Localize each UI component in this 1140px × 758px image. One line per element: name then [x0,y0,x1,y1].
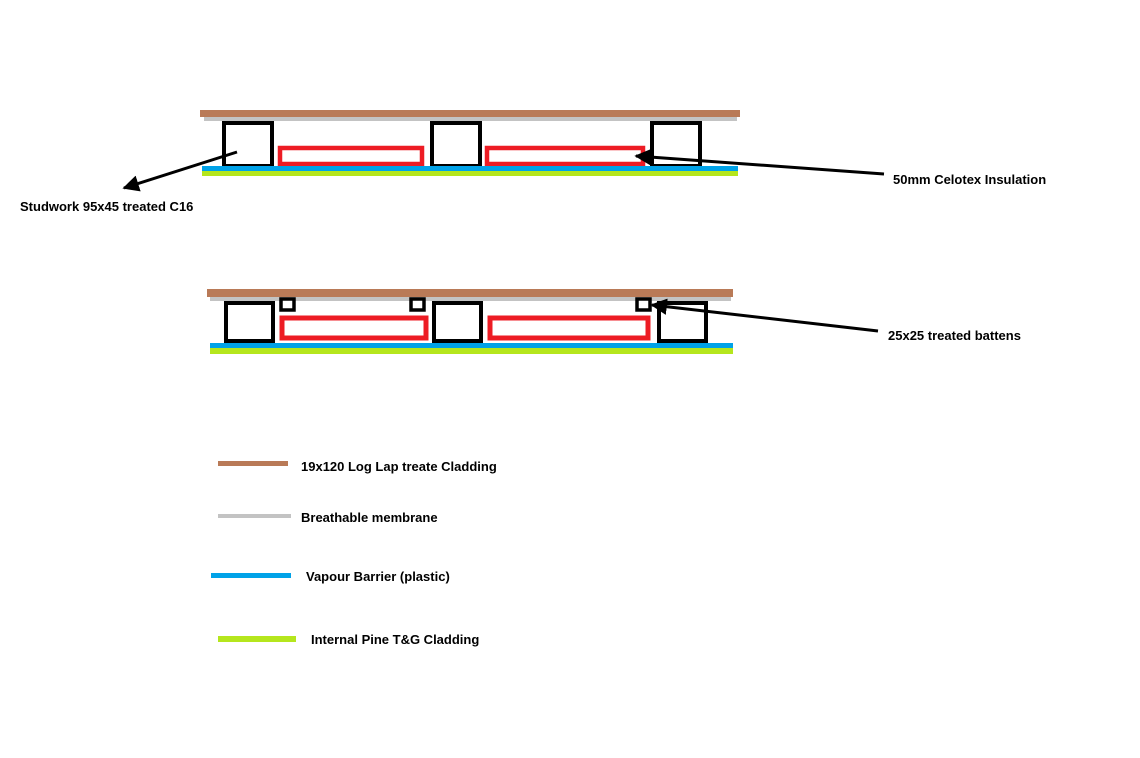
legend-item-pine-cladding: Internal Pine T&G Cladding [218,632,479,647]
cladding-layer [207,289,733,297]
legend: 19x120 Log Lap treate Cladding Breathabl… [211,459,497,647]
pine-cladding-layer [202,171,738,176]
studwork-annotation-label: Studwork 95x45 treated C16 [20,199,193,214]
insulation-panel [279,315,429,341]
insulation-panel [487,315,651,341]
legend-item-membrane: Breathable membrane [218,510,438,525]
membrane-layer [210,297,731,301]
batten [279,297,296,312]
legend-item-cladding: 19x120 Log Lap treate Cladding [218,459,497,474]
legend-item-vapour-barrier: Vapour Barrier (plastic) [211,569,450,584]
pine-cladding-layer [210,348,733,354]
stud [430,121,482,168]
legend-swatch-membrane [218,514,291,518]
battens-annotation-label: 25x25 treated battens [888,328,1021,343]
legend-label-vapour-barrier: Vapour Barrier (plastic) [306,569,450,584]
insulation-panel [277,145,425,167]
insulation-annotation-arrow [634,148,885,176]
legend-label-pine-cladding: Internal Pine T&G Cladding [311,632,479,647]
vapour-barrier-layer [202,166,738,171]
top-wall-section [200,110,740,176]
batten [635,297,652,312]
vapour-barrier-layer [210,343,733,348]
legend-label-cladding: 19x120 Log Lap treate Cladding [301,459,497,474]
batten [409,297,426,312]
membrane-layer [204,117,737,121]
insulation-panel [484,145,646,167]
bottom-wall-section [207,289,733,354]
battens-annotation-arrow [650,298,879,333]
legend-swatch-cladding [218,461,288,466]
stud [432,301,483,343]
legend-swatch-pine-cladding [218,636,296,642]
stud [224,301,275,343]
stud [222,121,274,168]
insulation-annotation-label: 50mm Celotex Insulation [893,172,1046,187]
legend-swatch-vapour-barrier [211,573,291,578]
cladding-layer [200,110,740,117]
legend-label-membrane: Breathable membrane [301,510,438,525]
annotations: Studwork 95x45 treated C16 50mm Celotex … [20,148,1046,343]
studwork-annotation-arrow [122,150,238,192]
